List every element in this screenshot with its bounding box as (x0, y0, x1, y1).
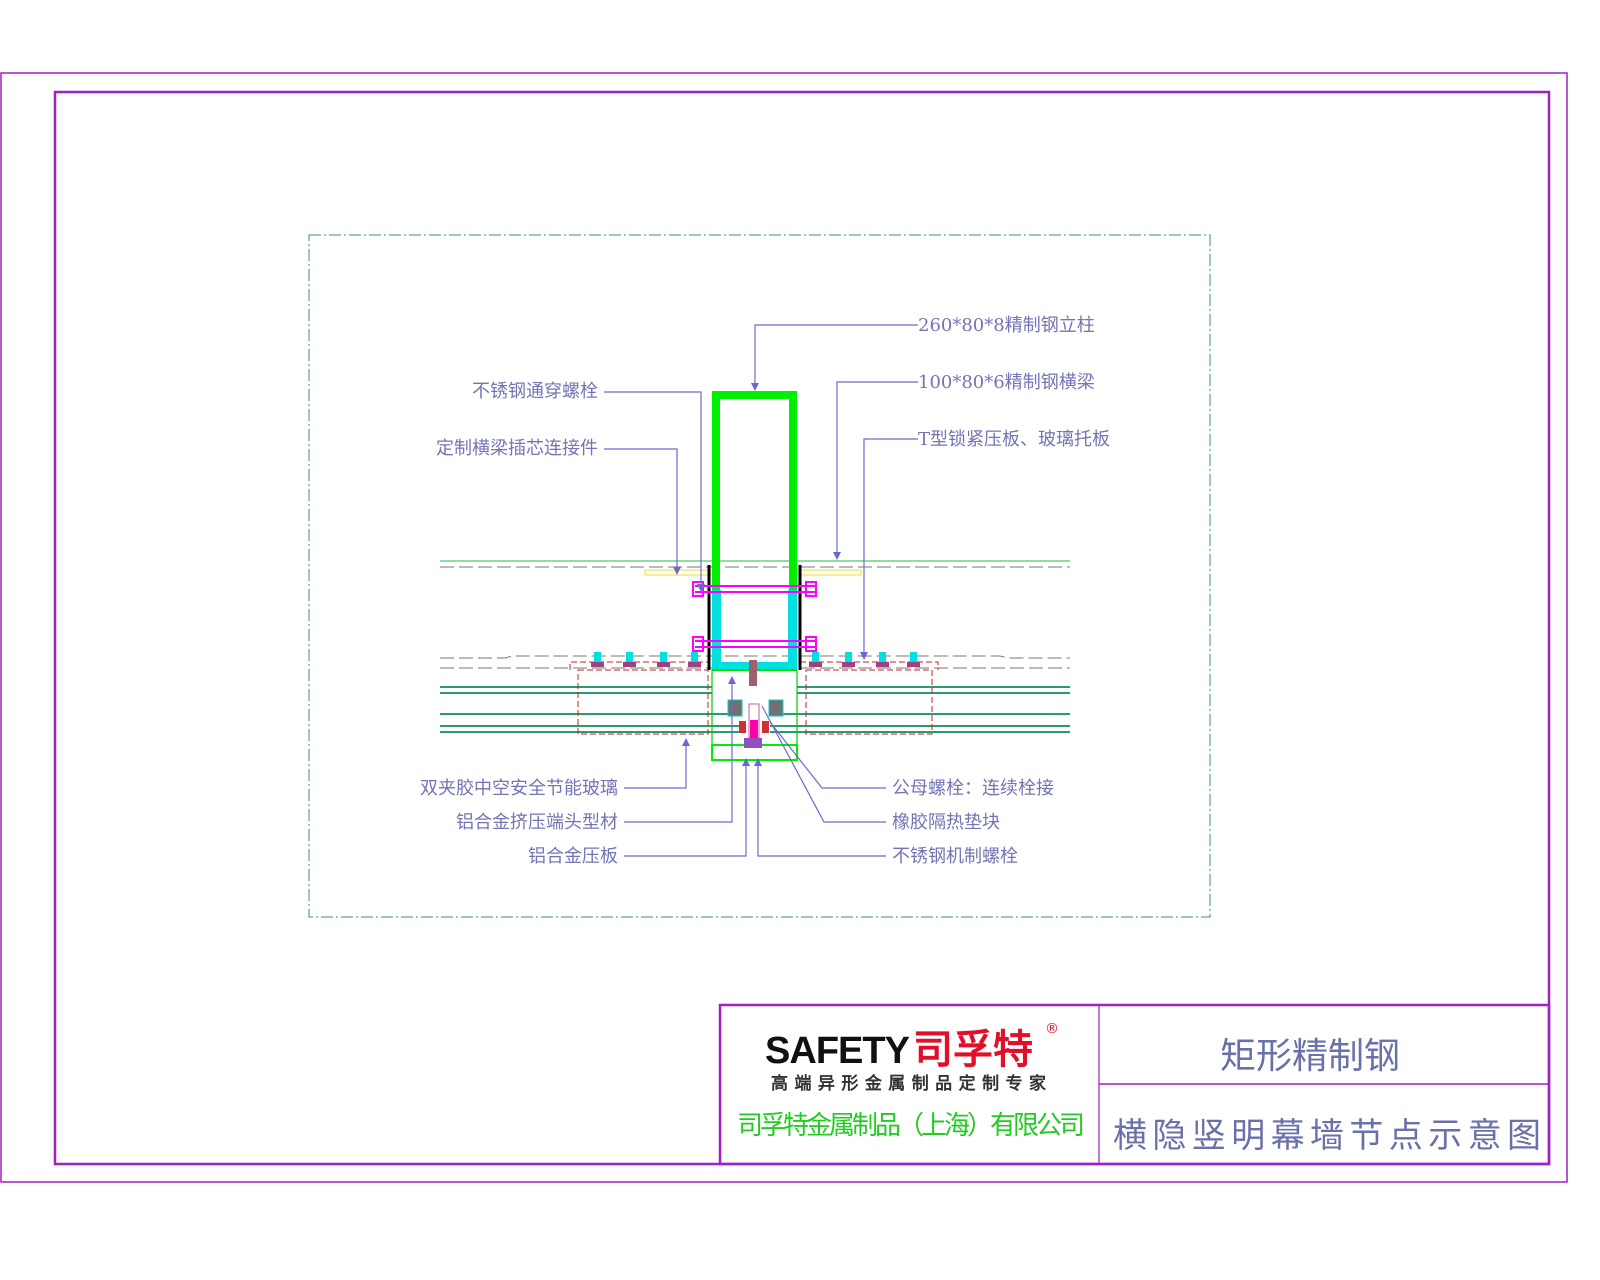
horizontal-members (440, 560, 1070, 735)
steel-column (707, 391, 802, 671)
label-aluminum-end-profile: 铝合金挤压端头型材 (456, 812, 618, 833)
through-bolts (692, 581, 817, 652)
label-rubber-pad: 橡胶隔热垫块 (892, 812, 1000, 833)
label-male-female-bolt: 公母螺栓：连续栓接 (892, 778, 1054, 799)
label-machine-bolt: 不锈钢机制螺栓 (892, 846, 1018, 867)
drawing-title-main: 矩形精制钢 (1220, 1036, 1400, 1077)
title-block: SAFETY 司孚特 ® 高端异形金属制品定制专家 司孚特金属制品（上海）有限公… (718, 1003, 1551, 1166)
company-name: 司孚特金属制品（上海）有限公司 (737, 1111, 1085, 1141)
label-steel-column: 260*80*8精制钢立柱 (918, 315, 1095, 336)
label-laminated-glass: 双夹胶中空安全节能玻璃 (420, 778, 618, 799)
label-t-plate: T型锁紧压板、玻璃托板 (918, 429, 1110, 450)
label-beam-core-connector: 定制横梁插芯连接件 (436, 438, 598, 459)
label-steel-beam: 100*80*6精制钢横梁 (918, 372, 1095, 393)
inner-border (53, 90, 1551, 1166)
plate-screws (591, 652, 920, 667)
logo-registered-mark: ® (1045, 1021, 1059, 1037)
logo-safety: SAFETY (765, 1030, 910, 1072)
drawing-title-sub: 横隐竖明幕墙节点示意图 (1113, 1116, 1541, 1156)
leader-lines (604, 324, 918, 857)
label-aluminum-pressure-plate: 铝合金压板 (528, 846, 618, 867)
outer-border (0, 72, 1568, 1183)
label-through-bolt: 不锈钢通穿螺栓 (472, 381, 598, 402)
aluminum-joint (711, 660, 798, 761)
logo-cn: 司孚特 (913, 1027, 1033, 1073)
detail-frame (308, 234, 1211, 918)
tagline: 高端异形金属制品定制专家 (771, 1073, 1046, 1094)
